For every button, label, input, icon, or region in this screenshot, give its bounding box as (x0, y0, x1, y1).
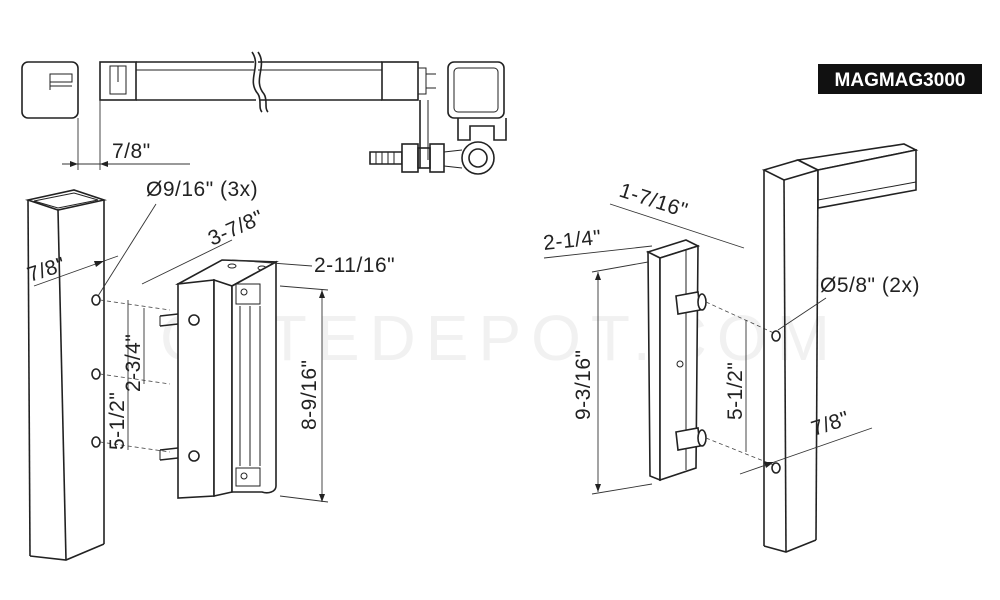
dim-right-height-label: 9-3/16" (572, 350, 595, 421)
left-post-edge-1 (27, 199, 31, 557)
dim-right-bottom-arrow (764, 462, 774, 468)
plan-right-post-inner (453, 67, 499, 113)
right-plate-left (647, 250, 661, 482)
plan-break-mark-2 (257, 51, 269, 113)
dim-left-depth-label: 2-11/16" (314, 254, 395, 277)
dim-right-bottom-label: 7/8" (808, 407, 852, 441)
dim-left-spacing-upper-label: 2-3/4" (122, 334, 145, 392)
model-badge-text: MAGMAG3000 (835, 70, 966, 91)
left-hole-lead-3 (99, 441, 171, 453)
left-bracket-bolt-head-1 (188, 314, 200, 326)
plan-bolt-thread (369, 151, 403, 165)
left-bracket-bolt-head-2 (188, 450, 200, 462)
left-magnet-body (231, 260, 277, 494)
dim-left-height-ext-bottom (279, 495, 329, 503)
dim-left-spacing-total-label: 5-1/2" (106, 392, 129, 450)
dim-left-height-arrow-bottom (319, 494, 325, 502)
left-magnet-bottom-cap (235, 467, 261, 487)
right-member-bottom (763, 539, 817, 553)
dim-right-height-ext-bottom (591, 483, 653, 495)
right-member-hole-1 (771, 330, 781, 342)
left-magnet-screw-top (240, 288, 248, 296)
plan-gate-hinge-end (381, 61, 419, 101)
left-bracket-plate (177, 279, 215, 499)
dim-left-depth-line (231, 259, 313, 267)
dim-top-arrow-1 (70, 161, 78, 167)
right-rail-side (817, 149, 917, 209)
plan-rail-left (136, 61, 256, 101)
right-isometric-view: 1-7/16" 2-1/4" 9-3/16" 5-1/2" (542, 143, 920, 553)
left-bracket-flange (213, 278, 233, 497)
left-magnet-top-cap (235, 283, 261, 305)
plan-hinge-link (443, 149, 463, 169)
dim-right-height-arrow-bottom (595, 484, 601, 492)
left-hole-lead-2 (99, 373, 171, 385)
plan-nut-2 (429, 143, 445, 173)
left-post-top-inner (33, 192, 99, 209)
plan-right-post (447, 61, 505, 119)
dim-top-offset-label: 7/8" (112, 140, 151, 163)
dim-left-width-label: 3-7/8" (205, 206, 268, 251)
right-rail-line (817, 181, 917, 201)
plan-rail-right (258, 61, 382, 101)
right-stud-base-2 (675, 427, 701, 451)
plan-washer (417, 147, 431, 169)
plan-left-post (21, 61, 79, 119)
plan-hinge-plate (417, 67, 427, 95)
right-member-edge-3 (815, 169, 819, 541)
model-badge: MAGMAG3000 (818, 64, 982, 94)
left-hole-lead-1 (99, 299, 171, 311)
dim-right-height-arrow-top (595, 272, 601, 280)
dim-left-height-arrow-top (319, 290, 325, 298)
right-stud-lead-2 (705, 437, 777, 467)
plan-break-mark-1 (251, 51, 263, 113)
plan-nut-1 (401, 143, 419, 173)
left-isometric-view: 7/8" Ø9/16" (3x) 2-3/4" 5-1/2" 3-7/ (24, 178, 395, 561)
dim-post-side-arrow (94, 261, 104, 267)
plan-gate-end (99, 61, 137, 101)
left-post-hole-2 (91, 368, 101, 380)
left-bracket-top-hole-1 (227, 263, 237, 269)
left-bolt-shaft-2 (159, 447, 179, 461)
left-bolt-shaft-1 (159, 313, 179, 327)
top-plan-view: 7/8" (21, 51, 507, 175)
dim-right-height-ext-top (591, 261, 649, 273)
left-post-bottom (29, 543, 105, 561)
model-badge-background (818, 64, 982, 94)
right-stud-base-1 (675, 291, 701, 315)
dim-left-width-line (141, 239, 233, 285)
left-magnet-screw-bottom (240, 472, 248, 480)
dim-right-width-label: 2-1/4" (542, 226, 602, 255)
right-stud-tip-1 (697, 293, 707, 311)
left-post-hole-3 (91, 436, 101, 448)
plan-hinge-clamp (457, 118, 507, 141)
right-stud-tip-2 (697, 429, 707, 447)
dim-right-spacing-label: 5-1/2" (724, 362, 747, 420)
dim-hole-diameter-label: Ø9/16" (3x) (146, 178, 258, 201)
left-post-edge-2 (57, 209, 67, 561)
dim-right-depth-label: 1-7/16" (616, 179, 690, 223)
right-member-edge-2 (783, 179, 787, 553)
dim-hole-leader (97, 203, 157, 297)
dim-left-height-ext-top (279, 285, 329, 291)
dim-right-depth-line (609, 203, 745, 249)
dim-right-hole-diameter-label: Ø5/8" (2x) (820, 274, 920, 297)
dim-top-arrow-2 (100, 161, 108, 167)
plan-hinge-eye-outer (461, 141, 495, 175)
dim-right-bottom-line (739, 427, 873, 475)
left-post-hole-1 (91, 294, 101, 306)
dim-post-side-label: 7/8" (24, 253, 68, 287)
plan-hinge-eye-inner (468, 148, 488, 168)
plan-bolt-thread-lines (375, 152, 395, 164)
plan-left-bracket (49, 73, 73, 83)
dim-left-height-label: 8-9/16" (298, 360, 321, 431)
right-plate-center-screw (676, 360, 684, 368)
dim-right-hole-leader (777, 297, 827, 331)
dim-right-width-line (543, 245, 653, 259)
right-member-hole-2 (771, 462, 781, 474)
